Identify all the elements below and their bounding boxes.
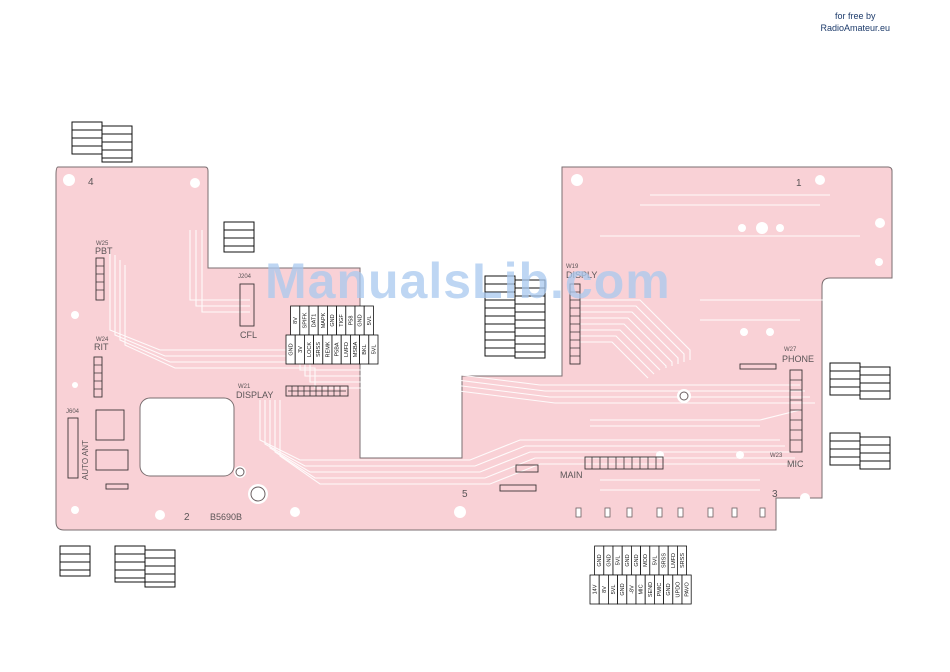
display-pin-label: LOCK: [307, 342, 313, 357]
disply-ref: W19: [566, 264, 579, 270]
main-label: MAIN: [560, 470, 583, 480]
callout-phone: [829, 362, 891, 400]
rit-label: RIT: [94, 342, 109, 352]
main-pin-label: MOD: [643, 554, 649, 567]
display-pin-label: TIGF: [339, 314, 345, 327]
display-pin-cell: [368, 334, 379, 365]
main-pin-label: GND: [625, 554, 631, 566]
pbt-ref: W25: [96, 241, 109, 247]
section-label-3: 3: [772, 489, 778, 500]
display-pin-label: LMFD: [344, 342, 350, 357]
main-pin-label: MIC: [639, 584, 645, 594]
display-label: DISPLAY: [236, 390, 273, 400]
display-pin-label: 8V: [293, 317, 299, 324]
main-pin-label: PMIC: [657, 583, 663, 597]
silkscreen-labels: 1 2 3 4 5 B5690B W25 PBT W24 RIT J204 CF…: [66, 177, 814, 523]
main-pin-cell: [681, 574, 692, 605]
main-pin-label: 5VL: [616, 556, 622, 566]
mounting-holes: [63, 174, 885, 520]
pcb-traces: [109, 194, 860, 491]
credit-line-2: RadioAmateur.eu: [820, 23, 890, 33]
display-ref: W21: [238, 384, 251, 390]
mic-ref: W23: [770, 453, 783, 459]
section-label-1: 1: [796, 178, 802, 189]
display-pin-label: 5VL: [367, 316, 373, 326]
display-pin-label: SRSS: [316, 342, 322, 357]
callout-mic: [829, 432, 891, 470]
main-pin-label: -8V: [629, 585, 635, 594]
main-pin-label: SRSS: [680, 553, 686, 568]
credit-line-1: for free by: [834, 11, 876, 21]
cfl-label: CFL: [240, 330, 257, 340]
board-code-label: B5690B: [210, 512, 242, 522]
main-pin-label: PAVO: [685, 582, 691, 597]
board-cutout: [139, 397, 235, 477]
credit-text: for free by RadioAmateur.eu: [820, 10, 890, 34]
main-pin-label: 14V: [593, 584, 599, 594]
pbt-label: PBT: [95, 246, 113, 256]
display-pin-label: MAPK: [321, 312, 327, 328]
section-label-4: 4: [88, 177, 94, 188]
cfl-ref: J204: [238, 274, 252, 280]
display-pin-label: MSBA: [353, 341, 359, 357]
pad-rings: [235, 391, 689, 502]
display-pin-label: 5VL: [371, 345, 377, 355]
rit-ref: W24: [96, 337, 109, 343]
callout-boxes: [59, 121, 891, 588]
display-pin-label: SPIFK: [302, 312, 308, 328]
main-pin-label: GND: [597, 554, 603, 566]
main-pin-label: UPDO: [675, 581, 681, 598]
display-pin-label: GND: [330, 314, 336, 326]
main-pin-label: 5VL: [611, 585, 617, 595]
main-pin-label: GND: [606, 554, 612, 566]
display-pin-label: GND: [289, 343, 295, 355]
callout-cfl: [223, 221, 255, 253]
bottom-slots: [575, 507, 766, 518]
main-pin-label: LMFD: [671, 553, 677, 568]
main-pin-label: SRSS: [662, 553, 668, 568]
callout-disply: [484, 275, 546, 359]
main-pin-label: GND: [634, 554, 640, 566]
auto-ant-ref: J604: [66, 409, 80, 415]
display-pin-label: P58: [348, 316, 354, 326]
main-pin-label: GND: [620, 583, 626, 595]
section-label-2: 2: [184, 512, 190, 523]
phone-ref: W27: [784, 347, 797, 353]
display-pin-label: 3V: [298, 346, 304, 353]
display-pin-label: BKL: [362, 344, 368, 354]
main-pin-label: GND: [666, 583, 672, 595]
connector-pins: [94, 265, 802, 469]
main-pin-label: SEND: [648, 582, 654, 597]
section-label-5: 5: [462, 489, 468, 500]
main-pin-label: 8V: [602, 586, 608, 593]
disply-label: DISPLY: [566, 270, 597, 280]
phone-label: PHONE: [782, 354, 814, 364]
display-pin-label: DAT1: [312, 314, 318, 328]
callout-bottom-left-2: [114, 545, 176, 588]
main-pin-label: 5VL: [652, 556, 658, 566]
callout-top-left: [71, 121, 133, 163]
display-pin-label: GND: [358, 314, 364, 326]
mic-label: MIC: [787, 459, 804, 469]
auto-ant-label: AUTO ANT: [81, 440, 90, 480]
display-pin-label: P5BA: [335, 342, 341, 356]
callout-bottom-left-1: [59, 545, 91, 577]
display-pin-label: REMK: [325, 341, 331, 357]
